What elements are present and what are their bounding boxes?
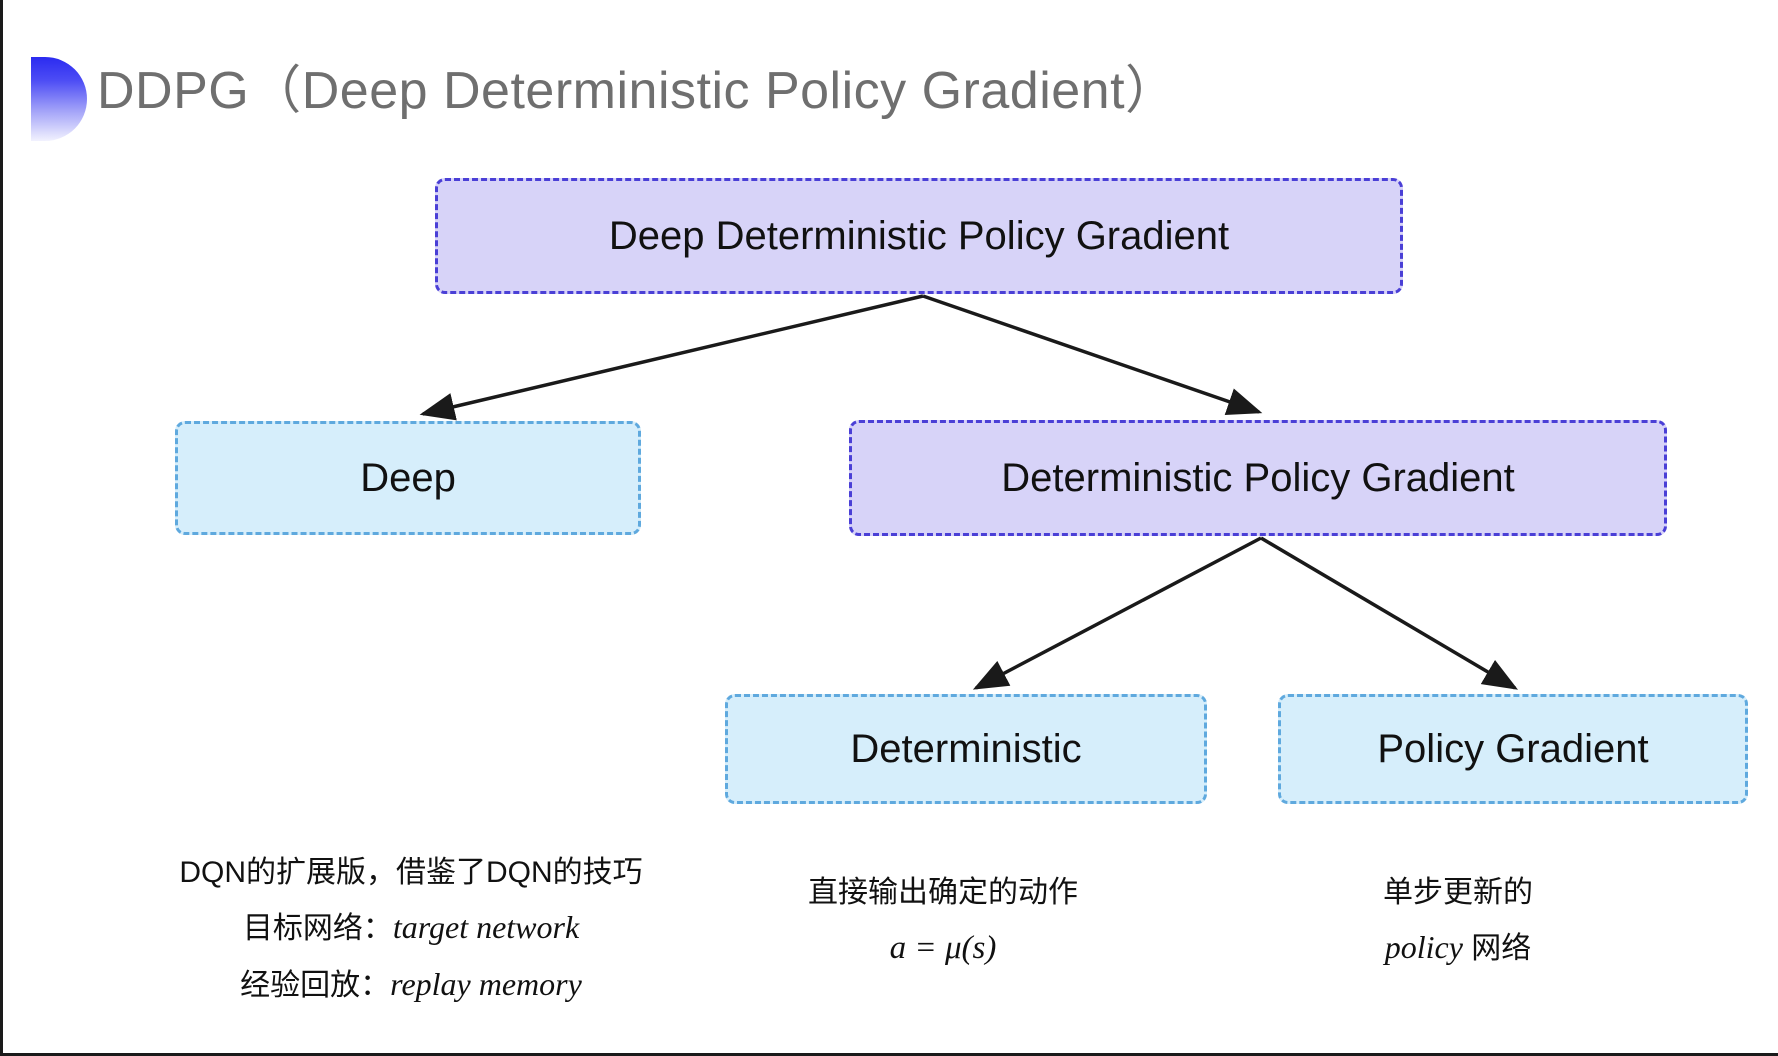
arrow-dpg-to-deterministic	[972, 536, 1262, 690]
caption-deep: DQN的扩展版，借鉴了DQN的技巧 目标网络：target network 经验…	[151, 846, 671, 1013]
node-root[interactable]: Deep Deterministic Policy Gradient	[435, 178, 1403, 294]
node-deterministic-policy-gradient[interactable]: Deterministic Policy Gradient	[849, 420, 1667, 536]
node-deep[interactable]: Deep	[175, 421, 641, 535]
caption-policy-gradient: 单步更新的 policy 网络	[1313, 866, 1603, 976]
caption-deep-line3-label: 经验回放：	[240, 969, 391, 1003]
page-title: DDPG（Deep Deterministic Policy Gradient）	[97, 62, 1178, 120]
title-bullet-icon	[31, 57, 87, 141]
node-root-label: Deep Deterministic Policy Gradient	[608, 214, 1230, 258]
caption-deterministic-line1: 直接输出确定的动作	[808, 876, 1078, 909]
caption-deterministic-formula: a = μ(s)	[889, 930, 997, 967]
caption-policy-gradient-line2: policy 网络	[1313, 919, 1603, 976]
arrow-root-to-deep	[419, 294, 924, 421]
arrow-dpg-to-policy-gradient	[1260, 536, 1519, 690]
node-dpg-label: Deterministic Policy Gradient	[1001, 456, 1515, 500]
caption-deep-line3: 经验回放：replay memory	[151, 956, 671, 1013]
node-deterministic[interactable]: Deterministic	[725, 694, 1207, 804]
caption-deep-line2: 目标网络：target network	[151, 899, 671, 956]
caption-deep-line1: DQN的扩展版，借鉴了DQN的技巧	[179, 856, 643, 889]
caption-policy-gradient-suffix: 网络	[1462, 932, 1532, 966]
caption-policy-gradient-term: policy	[1384, 929, 1463, 966]
node-deterministic-label: Deterministic	[850, 727, 1082, 771]
node-deep-label: Deep	[360, 456, 456, 500]
caption-deep-line2-term: target network	[392, 909, 580, 946]
caption-policy-gradient-line1: 单步更新的	[1383, 876, 1533, 909]
caption-deep-line3-term: replay memory	[390, 966, 582, 1003]
arrow-root-to-dpg	[922, 294, 1263, 415]
caption-deterministic: 直接输出确定的动作 a = μ(s)	[773, 866, 1113, 978]
node-policy-gradient[interactable]: Policy Gradient	[1278, 694, 1748, 804]
node-policy-gradient-label: Policy Gradient	[1377, 727, 1649, 771]
caption-deep-line2-label: 目标网络：	[242, 912, 393, 946]
